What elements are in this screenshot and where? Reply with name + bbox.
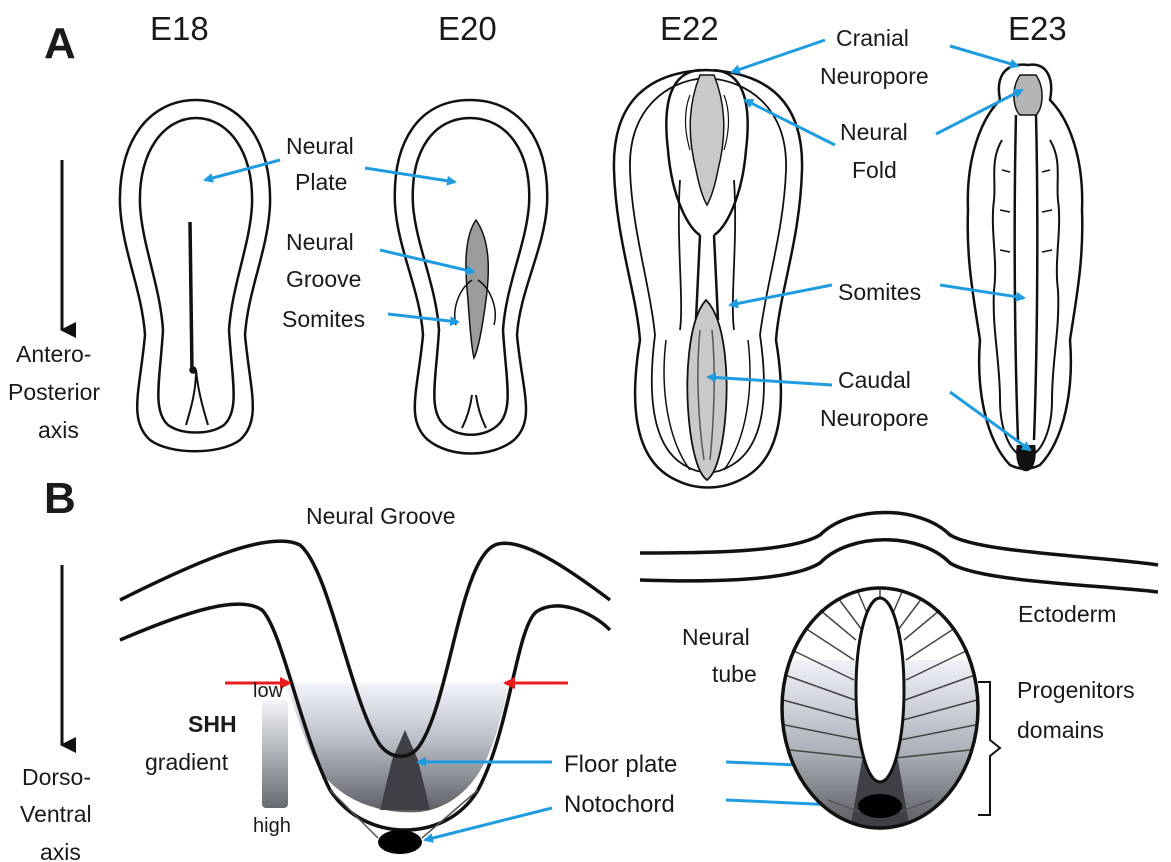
arrow-somites-e23 <box>940 285 1024 298</box>
label-neural-plate-line1: Neural <box>286 133 354 159</box>
label-floor-plate: Floor plate <box>564 751 677 778</box>
label-neural-groove-line1: Neural <box>286 229 354 255</box>
label-caudal-neuropore-line1: Caudal <box>838 367 911 393</box>
label-somites-left: Somites <box>282 306 365 332</box>
shh-low-label: low <box>253 680 284 702</box>
arrow-cranial-neuropore-e22 <box>732 40 825 72</box>
notochord-tube <box>858 794 902 818</box>
label-neural-groove-b: Neural Groove <box>306 503 456 529</box>
dv-axis-label-line1: Dorso- <box>22 764 91 790</box>
label-progenitors-line2: domains <box>1017 717 1104 743</box>
label-ectoderm: Ectoderm <box>1018 601 1116 627</box>
shh-gradient-label: gradient <box>145 749 229 775</box>
arrow-neural-plate-e20 <box>365 168 455 182</box>
embryo-e22 <box>614 70 802 488</box>
embryo-e18 <box>120 100 270 451</box>
arrow-notochord-left <box>425 808 552 840</box>
label-notochord: Notochord <box>564 791 675 818</box>
arrow-neural-fold-e23 <box>936 90 1022 134</box>
shh-high-label: high <box>253 815 291 837</box>
panel-label-b: B <box>44 474 76 523</box>
embryo-e20 <box>395 100 547 454</box>
shh-gradient-bar <box>262 700 288 808</box>
arrow-cranial-neuropore-e23 <box>950 46 1018 66</box>
stage-label-e22: E22 <box>660 10 719 47</box>
panel-label-a: A <box>44 19 76 68</box>
label-neural-fold-line2: Fold <box>852 157 897 183</box>
label-neural-tube-line1: Neural <box>682 624 750 650</box>
neural-tube-lumen <box>856 598 904 782</box>
stage-label-e18: E18 <box>150 10 209 47</box>
arrow-neural-fold-e22 <box>745 100 835 145</box>
progenitor-bracket <box>978 682 1000 815</box>
stage-label-e20: E20 <box>438 10 497 47</box>
label-progenitors-line1: Progenitors <box>1017 677 1135 703</box>
label-cranial-neuropore-line1: Cranial <box>836 25 909 51</box>
ap-axis-label-line3: axis <box>38 417 79 443</box>
arrow-somites-e20 <box>388 314 458 322</box>
stage-label-e23: E23 <box>1008 10 1067 47</box>
label-neural-fold-line1: Neural <box>840 119 908 145</box>
ap-axis-label-line1: Antero- <box>16 341 91 367</box>
label-cranial-neuropore-line2: Neuropore <box>820 63 929 89</box>
label-neural-groove-line2: Groove <box>286 266 361 292</box>
neural-groove-cross-section <box>120 541 610 854</box>
label-neural-plate-line2: Plate <box>295 169 347 195</box>
dv-axis-label-line3: axis <box>40 839 81 862</box>
embryo-e23 <box>968 65 1083 470</box>
label-neural-tube-line2: tube <box>712 661 757 687</box>
label-caudal-neuropore-line2: Neuropore <box>820 405 929 431</box>
ap-axis-label-line2: Posterior <box>8 379 100 405</box>
dv-axis-label-line2: Ventral <box>20 801 92 827</box>
label-somites-right: Somites <box>838 279 921 305</box>
notochord-groove <box>378 830 422 854</box>
shh-label: SHH <box>188 711 237 737</box>
